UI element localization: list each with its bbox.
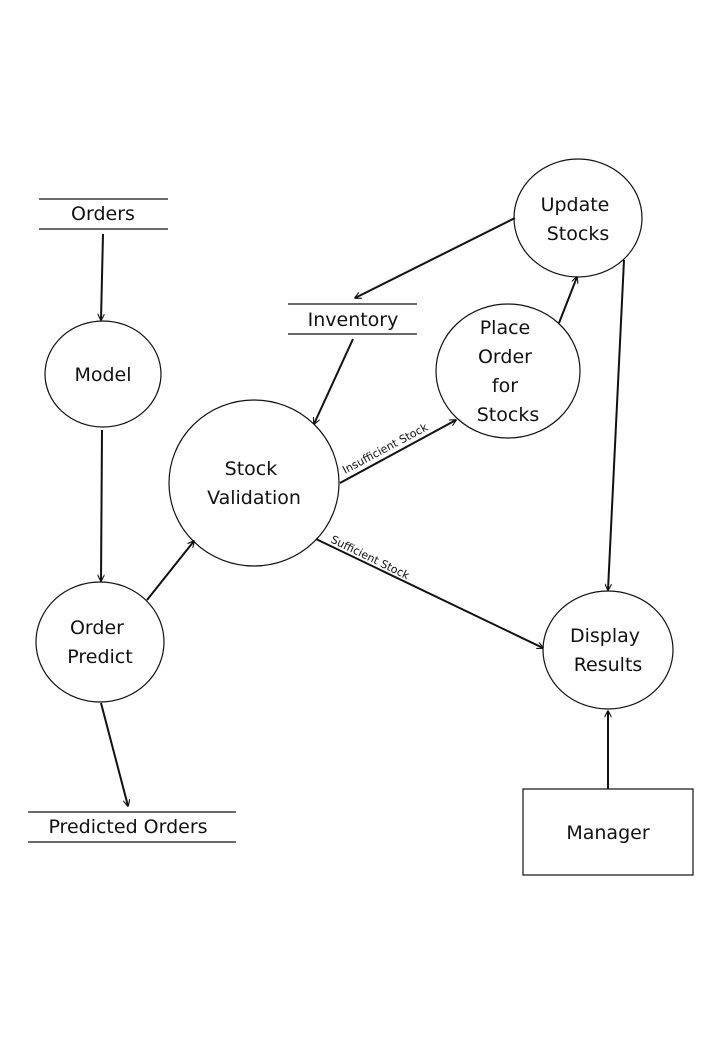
process-display-results: Display Results (542, 590, 674, 710)
process-model: Model (44, 320, 162, 428)
process-place-order-line-1: Place (480, 317, 531, 339)
flow-sufficient-stock (315, 538, 543, 648)
process-place-order-line-4: Stocks (477, 404, 539, 426)
process-stock-validation-line-1: Stock (225, 458, 278, 480)
data-store-inventory: Inventory (288, 303, 417, 335)
data-store-inventory-label: Inventory (308, 309, 399, 331)
flow-order-predict-to-predicted-orders (100, 702, 128, 806)
process-update-stocks-label: Update Stocks (541, 194, 616, 245)
process-model-label: Model (74, 364, 131, 386)
process-place-order-line-3: for (492, 375, 518, 397)
flow-orders-to-model (101, 233, 103, 320)
flow-model-to-order-predict (101, 429, 102, 581)
flow-insufficient-stock-label: Insufficient Stock (340, 420, 430, 476)
process-display-results-label: Display Results (570, 625, 646, 676)
process-update-stocks-line-2: Stocks (547, 223, 609, 245)
process-stock-validation-label: Stock Validation (207, 458, 301, 509)
process-stock-validation: Stock Validation (168, 399, 340, 567)
flow-order-predict-to-stock-validation (146, 541, 194, 601)
process-order-predict-line-1: Order (70, 617, 124, 639)
process-place-order: Place Order for Stocks (435, 303, 581, 439)
flow-place-order-to-update-stocks (558, 277, 577, 324)
process-display-results-line-1: Display (570, 625, 640, 647)
process-order-predict-label: Order Predict (67, 617, 132, 668)
process-place-order-label: Place Order for Stocks (477, 317, 539, 426)
process-order-predict-line-2: Predict (67, 646, 132, 668)
process-order-predict: Order Predict (35, 581, 165, 703)
data-store-orders-label: Orders (71, 203, 135, 225)
process-display-results-line-2: Results (574, 654, 643, 676)
flow-inventory-to-stock-validation (314, 338, 354, 424)
external-entity-manager: Manager (522, 788, 694, 876)
process-update-stocks-line-1: Update (541, 194, 610, 216)
flow-sufficient-stock-label: Sufficient Stock (329, 533, 412, 583)
process-update-stocks: Update Stocks (513, 158, 643, 278)
data-store-predicted-orders: Predicted Orders (28, 811, 236, 843)
flow-update-stocks-to-inventory (355, 217, 516, 299)
flow-update-stocks-to-display-results (608, 259, 625, 590)
external-entity-manager-label: Manager (566, 822, 649, 844)
process-place-order-line-2: Order (478, 346, 532, 368)
data-store-predicted-orders-label: Predicted Orders (48, 816, 207, 838)
process-stock-validation-line-2: Validation (207, 487, 301, 509)
flow-insufficient-stock (339, 420, 456, 484)
data-store-orders: Orders (39, 198, 168, 230)
